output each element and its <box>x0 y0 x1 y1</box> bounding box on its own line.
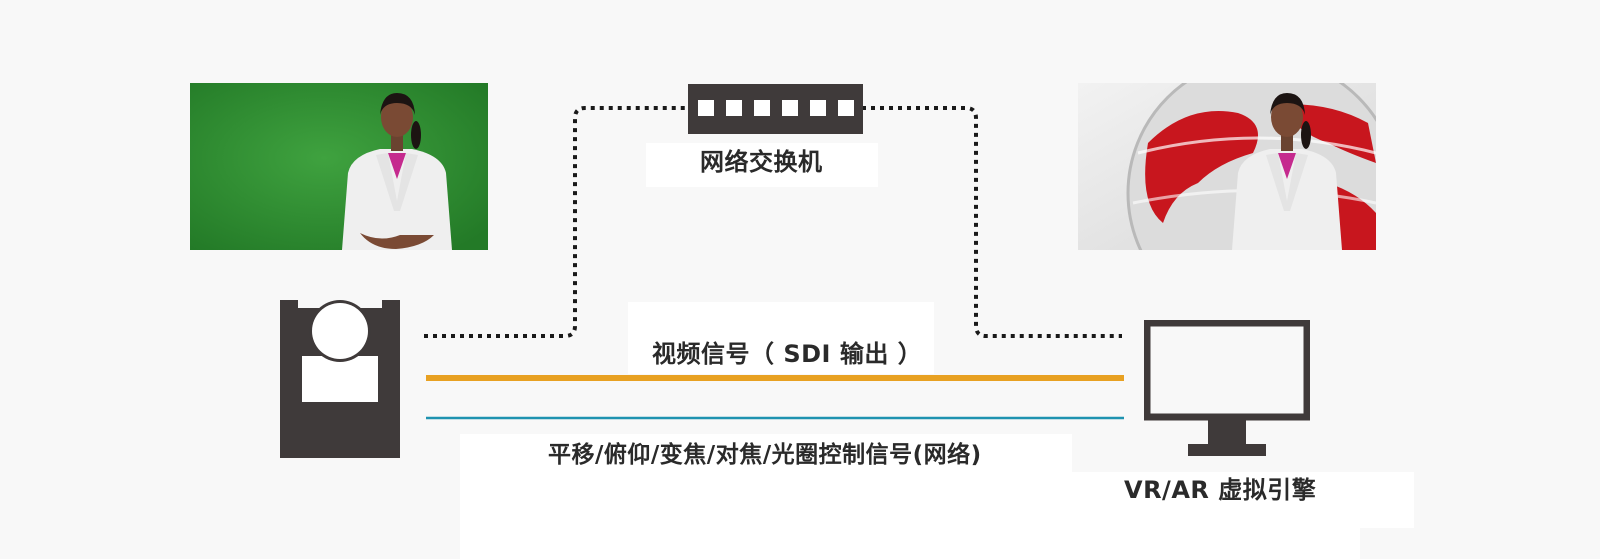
monitor-icon <box>1144 320 1310 456</box>
control-signal-label: 平移/俯仰/变焦/对焦/光圈控制信号(网络) <box>548 442 982 468</box>
ptz-camera-icon <box>280 300 400 458</box>
engine-label-bg <box>1072 472 1414 528</box>
dotted-line-switch-to-engine <box>862 106 1122 338</box>
control-label-bg <box>460 434 1072 559</box>
video-label-bg <box>628 302 934 374</box>
dotted-line-camera-to-switch <box>424 106 688 338</box>
switch-label: 网络交换机 <box>700 148 823 176</box>
green-screen-photo <box>190 83 488 250</box>
network-switch-icon <box>688 84 863 134</box>
engine-label: VR/AR 虚拟引擎 <box>1124 476 1317 504</box>
engine-label-bg-lower <box>1072 528 1360 559</box>
video-signal-label: 视频信号（ SDI 输出 ） <box>652 340 923 368</box>
virtual-set-photo <box>1078 83 1376 250</box>
switch-label-bg <box>646 143 878 187</box>
